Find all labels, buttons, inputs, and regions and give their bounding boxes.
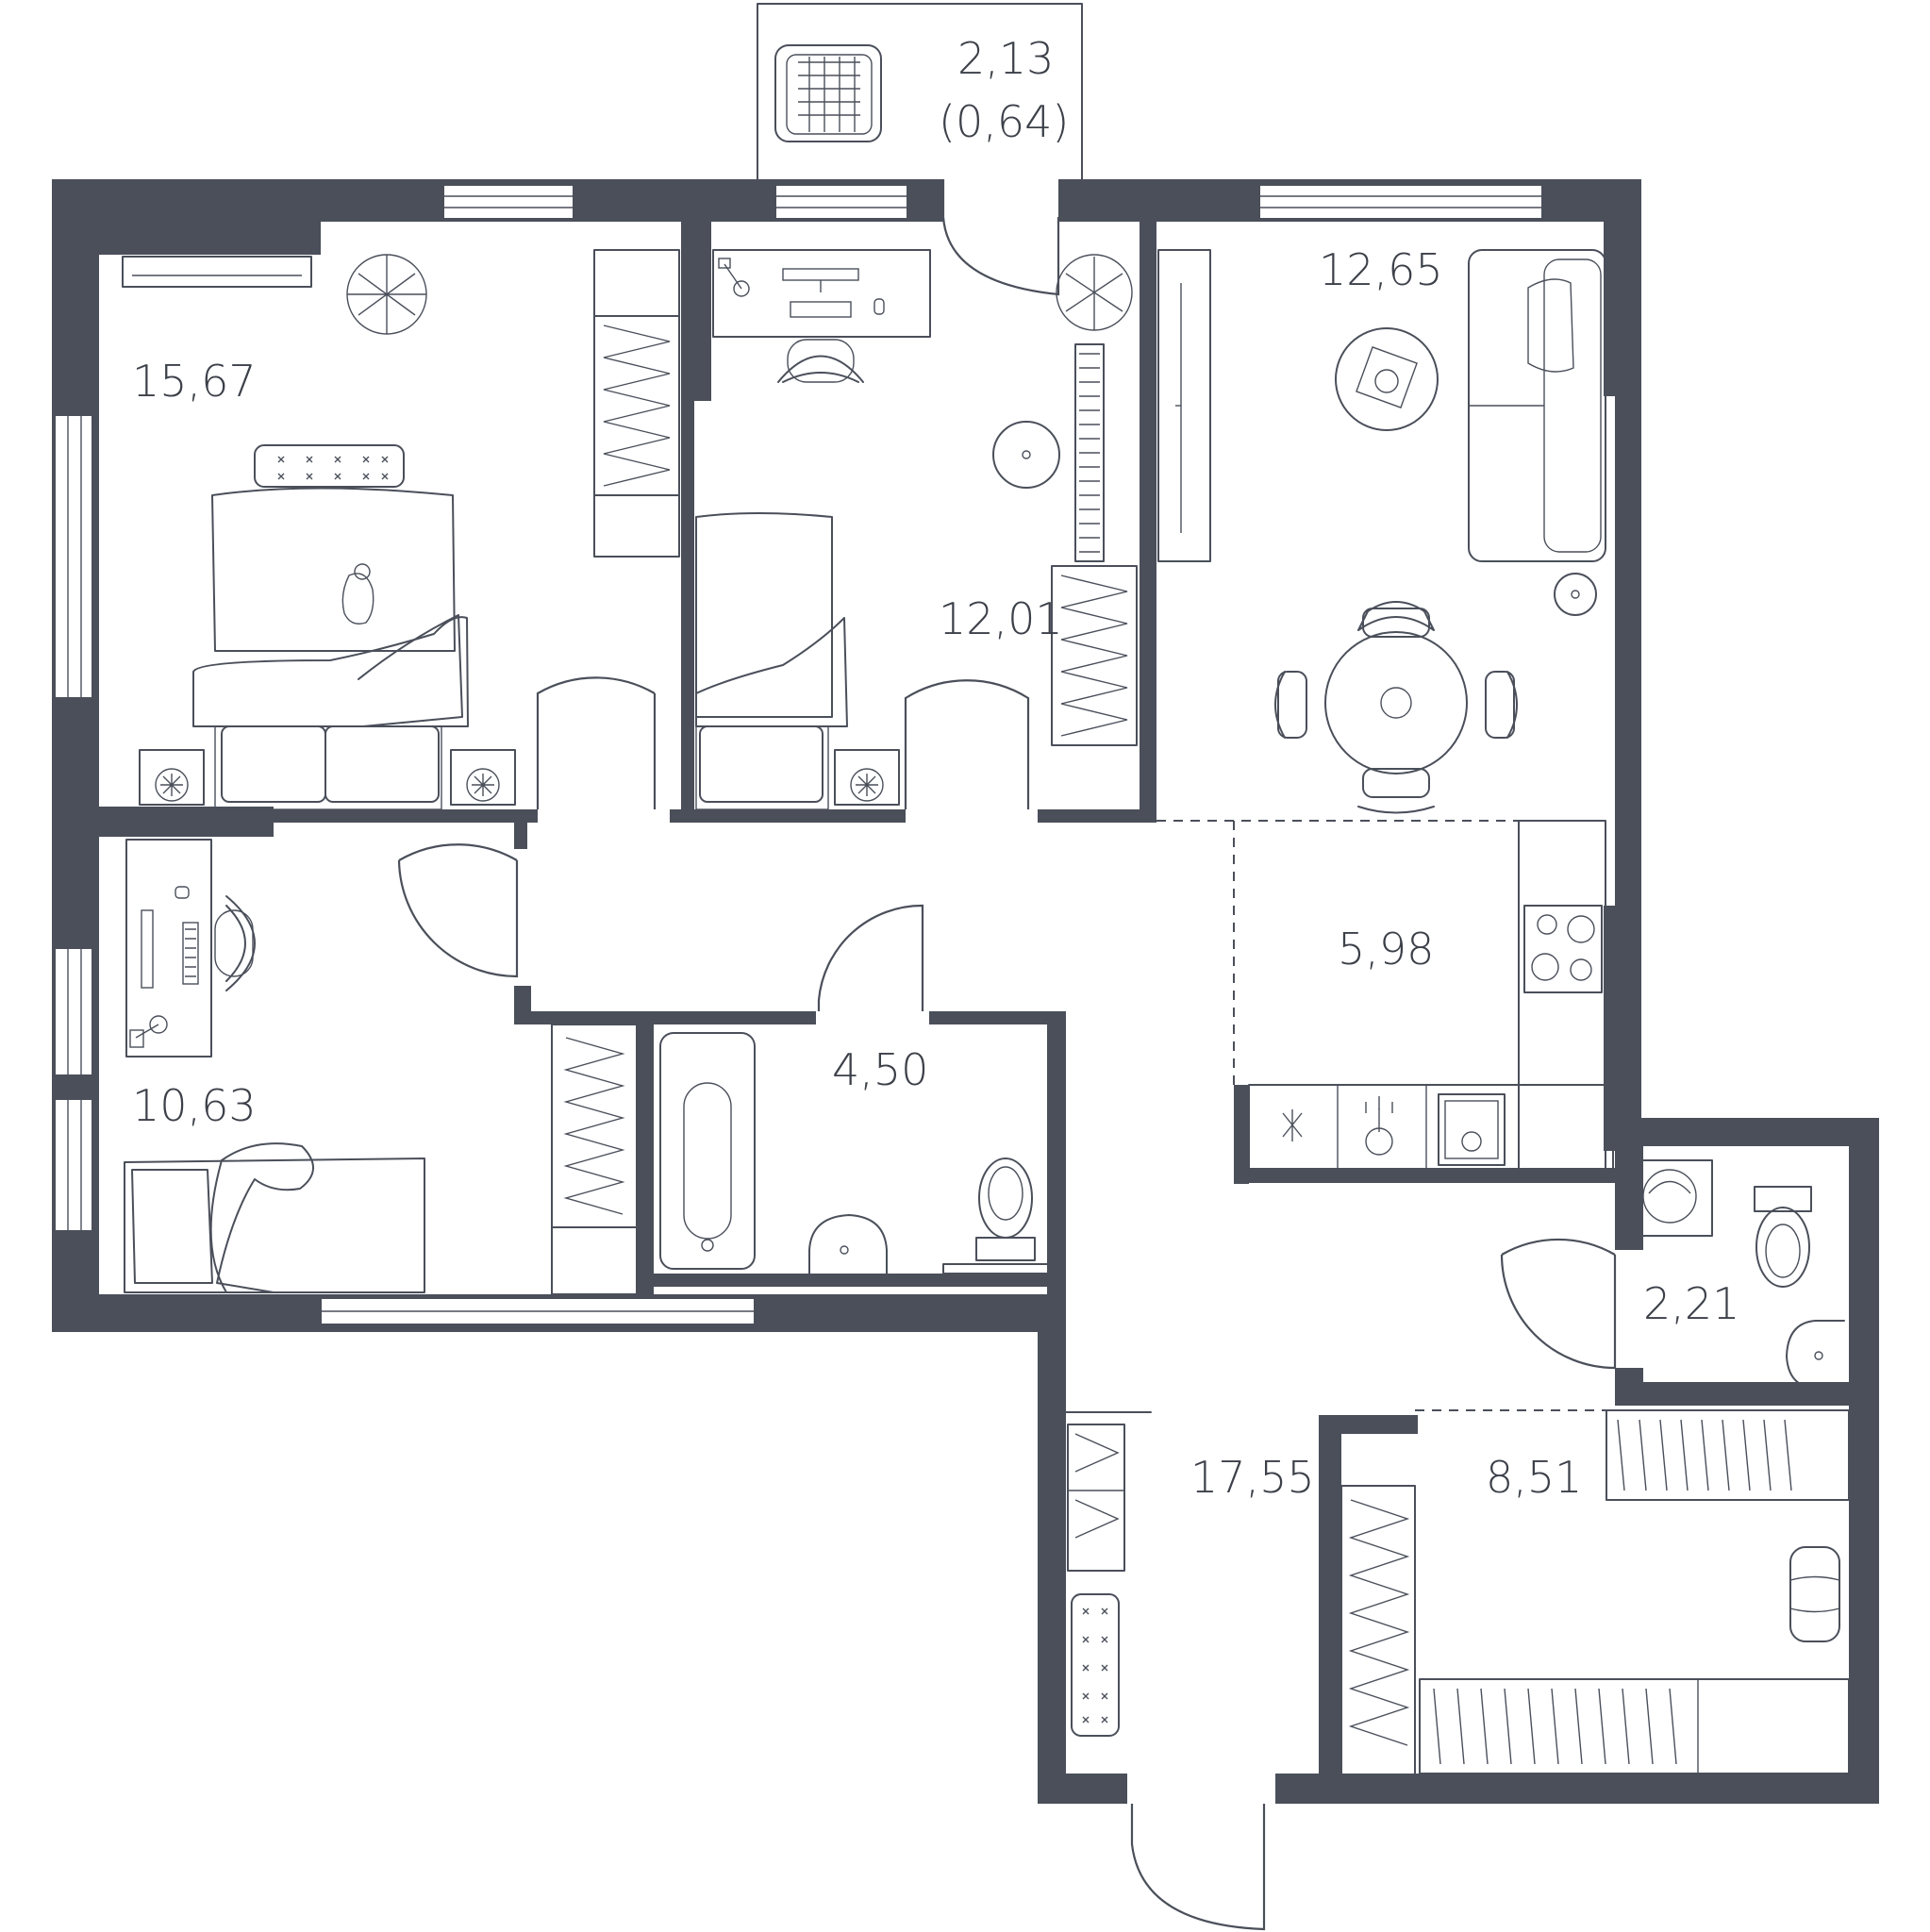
coffee-table-icon (1335, 327, 1439, 431)
balcony-net-area-label: (0,64) (939, 96, 1069, 147)
washing-machine-icon (1626, 1159, 1713, 1237)
bathroom-furniture (659, 1032, 1050, 1279)
sink-icon (808, 1214, 888, 1279)
bedroom-1-area-label: 15,67 (132, 356, 257, 407)
hallway-furniture (1065, 1411, 1152, 1737)
zone-dividers (1156, 820, 1615, 1411)
single-bed (695, 512, 848, 810)
faucet-icon (1365, 1096, 1393, 1156)
balcony (757, 3, 1083, 296)
wardrobe-shelf (593, 249, 680, 558)
toilet-icon (975, 1158, 1036, 1261)
bedside-lamp-icon (139, 749, 205, 806)
wardrobe-area-label: 8,51 (1486, 1452, 1582, 1503)
bedside-lamp-icon (834, 749, 900, 806)
bedroom-3-area-label: 10,63 (132, 1080, 257, 1131)
bathtub-icon (659, 1032, 756, 1270)
wardrobe-room-furniture (1340, 1409, 1850, 1779)
sink-icon (1786, 1320, 1845, 1390)
sink-icon (1438, 1093, 1506, 1166)
wc-area-label: 2,21 (1643, 1278, 1739, 1329)
bathroom-area-label: 4,50 (832, 1044, 928, 1095)
laundry-basket-icon (774, 44, 882, 142)
area-labels: 2,13 (0,64) 15,67 12,01 12,65 5,98 10,63… (132, 33, 1739, 1503)
bedroom-2-area-label: 12,01 (939, 593, 1063, 644)
hallway-area-label: 17,55 (1190, 1452, 1315, 1503)
bedroom-3-furniture (124, 839, 638, 1295)
double-bed (192, 487, 469, 810)
living-room-furniture (1157, 249, 1606, 814)
office-chair-icon (214, 895, 256, 991)
sofa (1468, 249, 1606, 562)
cat-icon (341, 563, 374, 625)
balcony-area-label: 2,13 (957, 33, 1054, 84)
office-chair-icon (777, 339, 864, 383)
wc-furniture (1626, 1159, 1845, 1390)
doors (397, 676, 1617, 1931)
wardrobe-shelf (1051, 565, 1138, 746)
windows (54, 184, 1543, 1325)
tv-unit (1157, 249, 1211, 562)
bedroom-1-furniture (122, 249, 680, 810)
kitchen-area-label: 5,98 (1338, 924, 1434, 974)
bedroom-2-furniture (695, 249, 1138, 810)
piano (1074, 343, 1105, 562)
living-room-area-label: 12,65 (1319, 244, 1443, 295)
kitchen-furniture (1248, 820, 1614, 1171)
wardrobe-shelf (551, 1024, 638, 1295)
toilet-icon (1754, 1186, 1812, 1288)
plant-icon (346, 254, 427, 335)
single-bed (124, 1142, 425, 1293)
round-lamp-icon (1554, 573, 1597, 616)
stove-icon (1523, 905, 1603, 993)
walls (52, 179, 1879, 1804)
bedside-lamp-icon (450, 749, 516, 806)
dining-table (1274, 601, 1518, 814)
plant-icon (1056, 254, 1133, 331)
pouf-icon (1789, 1546, 1840, 1642)
